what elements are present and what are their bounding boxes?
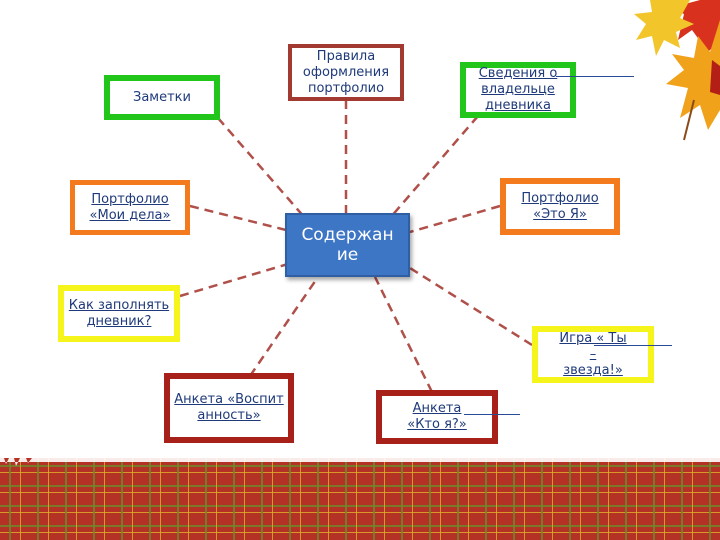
connector-my-deeds [189,204,287,232]
node-rules[interactable]: Правила оформления портфолио [288,44,404,101]
owner-underline-extension [556,76,634,77]
plaid-pattern [0,458,720,540]
plaid-fence [0,458,720,540]
connector-who-am-i [373,276,434,393]
node-fill-diary-label: Как заполнять дневник? [68,297,170,329]
connector-upbringing [248,276,320,377]
connector-this-is-me [409,204,501,234]
node-my-deeds-label: Портфолио «Мои дела» [89,191,171,223]
node-notes[interactable]: Заметки [104,75,220,120]
node-this-is-me-label: Портфолио «Это Я» [521,190,599,222]
leaf-yellow [634,0,694,56]
node-notes-label: Заметки [133,89,191,105]
leaf-dark-red [710,60,720,95]
connector-notes [217,117,306,219]
star-game-underline-extension [594,345,672,346]
connector-star-game [409,266,533,347]
who-am-i-underline-extension [464,414,520,415]
node-upbringing-label: Анкета «Воспитанность» [174,392,284,423]
node-owner-label: Сведения о владельце дневника [478,66,558,113]
node-upbringing[interactable]: Анкета «Воспитанность» [164,373,294,443]
node-who-am-i[interactable]: Анкета «Кто я?» [376,390,498,444]
leaf-orange [666,20,720,130]
node-star-game-label: Игра « Ты – звезда!» [559,330,627,378]
leaf-stem [683,99,695,141]
node-fill-diary[interactable]: Как заполнять дневник? [58,285,180,342]
center-node-label: Содержание [301,225,394,265]
node-this-is-me[interactable]: Портфолио «Это Я» [500,178,620,235]
node-star-game[interactable]: Игра « Ты – звезда!» [532,326,654,383]
center-node[interactable]: Содержание [285,213,410,277]
node-who-am-i-label: Анкета «Кто я?» [407,401,467,432]
autumn-leaves-decoration [634,0,720,141]
node-my-deeds[interactable]: Портфолио «Мои дела» [70,180,190,235]
connector-fill-diary [179,262,289,298]
node-rules-label: Правила оформления портфолио [302,48,390,96]
node-owner[interactable]: Сведения о владельце дневника [460,62,576,118]
connector-owner [389,115,479,219]
